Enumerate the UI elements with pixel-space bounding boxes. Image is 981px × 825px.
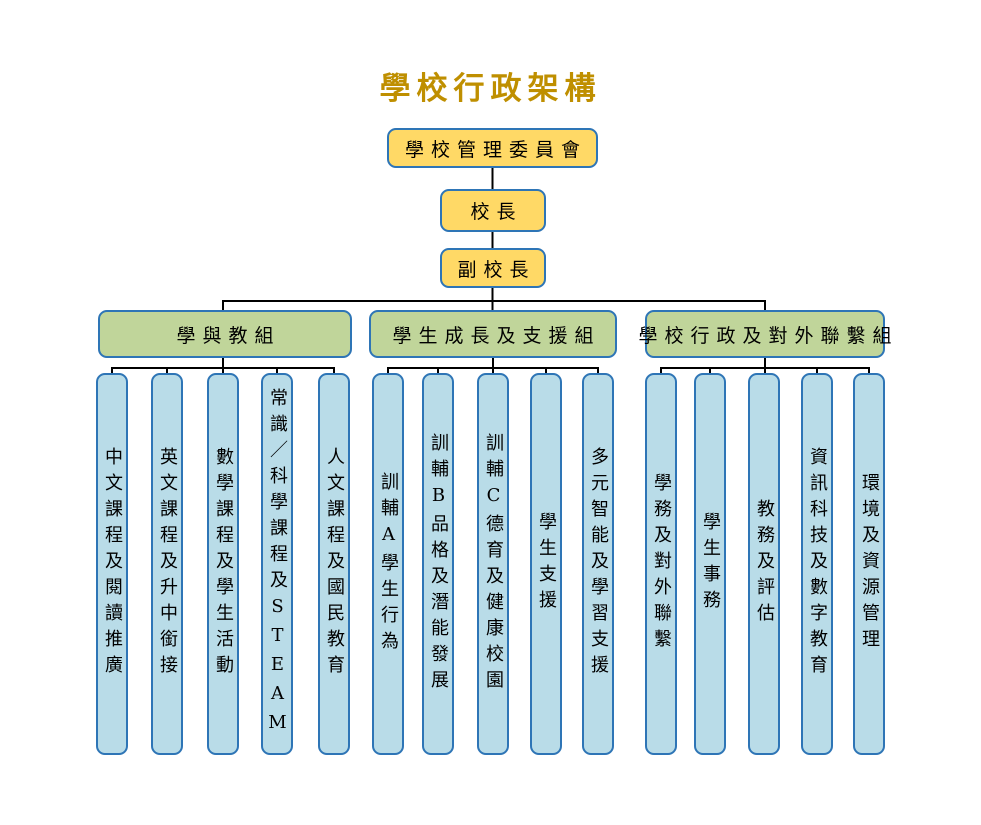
root-box-school-management-committee: 學校管理委員會 (387, 128, 598, 168)
group-label: 學生成長及支援組 (392, 324, 601, 347)
dept-column: 多元智能及學習支援 (582, 373, 614, 755)
principal-label: 校長 (470, 201, 523, 223)
dept-column: 英文課程及升中銜接 (151, 373, 183, 755)
group-label: 學校行政及對外聯繫組 (638, 324, 899, 347)
dept-column-label: 學生支援 (536, 512, 557, 616)
dept-column-label: 數學課程及學生活動 (213, 447, 234, 681)
dept-column-label: 英文課程及升中銜接 (157, 447, 178, 681)
dept-column-label: 中文課程及閱讀推廣 (102, 447, 123, 681)
group-box-learning-teaching: 學與教組 (98, 310, 352, 358)
dept-column-label: 常識／科學課程及STEAM (267, 387, 288, 741)
dept-column: 訓輔B品格及潛能發展 (422, 373, 454, 755)
dept-column: 中文課程及閱讀推廣 (96, 373, 128, 755)
dept-column-label: 教務及評估 (754, 499, 775, 629)
dept-column: 數學課程及學生活動 (207, 373, 239, 755)
dept-column-label: 訓輔B品格及潛能發展 (428, 432, 449, 696)
dept-column: 學生支援 (530, 373, 562, 755)
dept-column: 人文課程及國民教育 (318, 373, 350, 755)
dept-column: 常識／科學課程及STEAM (261, 373, 293, 755)
dept-column-label: 學生事務 (700, 512, 721, 616)
root-box-label: 學校管理委員會 (404, 138, 587, 161)
dept-column: 訓輔C德育及健康校園 (477, 373, 509, 755)
vice-principal-label: 副校長 (457, 258, 536, 281)
dept-column-label: 多元智能及學習支援 (588, 447, 609, 681)
principal-box: 校長 (440, 189, 546, 232)
dept-column-label: 環境及資源管理 (859, 473, 880, 655)
group-box-admin-external-liaison: 學校行政及對外聯繫組 (639, 310, 892, 358)
dept-column-label: 訓輔A學生行為 (378, 471, 399, 657)
dept-column: 學生事務 (694, 373, 726, 755)
dept-column-label: 資訊科技及數字教育 (807, 447, 828, 681)
dept-column-label: 訓輔C德育及健康校園 (483, 432, 504, 696)
dept-column: 教務及評估 (748, 373, 780, 755)
dept-column: 資訊科技及數字教育 (801, 373, 833, 755)
dept-column: 環境及資源管理 (853, 373, 885, 755)
page-title: 學校行政架構 (379, 71, 602, 107)
dept-column: 訓輔A學生行為 (372, 373, 404, 755)
dept-column: 學務及對外聯繫 (645, 373, 677, 755)
group-box-student-growth-support: 學生成長及支援組 (369, 310, 617, 358)
dept-column-label: 人文課程及國民教育 (324, 447, 345, 681)
vice-principal-box: 副校長 (440, 248, 546, 288)
group-label: 學與教組 (176, 324, 281, 347)
dept-column-label: 學務及對外聯繫 (651, 473, 672, 655)
